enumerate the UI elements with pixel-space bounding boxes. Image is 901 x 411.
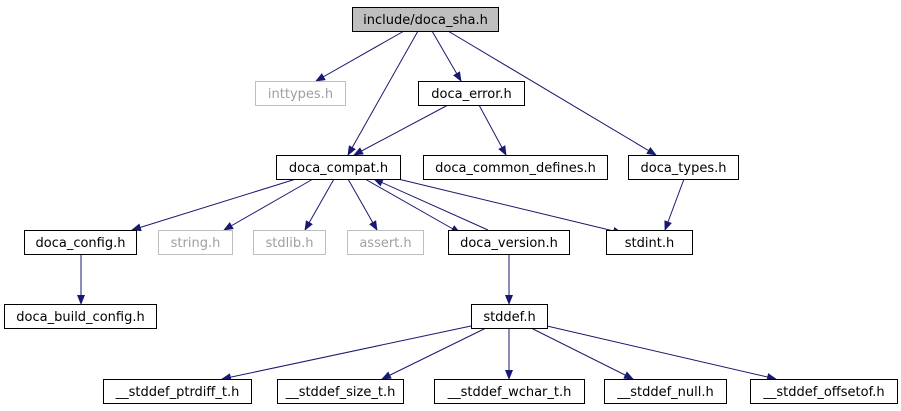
node-box — [24, 230, 137, 255]
node-label: doca_compat.h — [289, 161, 388, 176]
node-label: __stddef_offsetof.h — [762, 385, 884, 400]
node-stddef-null[interactable]: __stddef_null.h — [604, 379, 727, 404]
node-doca-common-defines[interactable]: doca_common_defines.h — [423, 155, 608, 180]
edge-doca-compat-to-stdlib — [304, 178, 335, 231]
node-label: doca_common_defines.h — [435, 161, 596, 176]
edge-doca-sha-to-doca-types — [447, 30, 657, 156]
node-inttypes: inttypes.h — [255, 81, 346, 106]
node-stddef-size-t[interactable]: __stddef_size_t.h — [277, 379, 404, 404]
node-label: include/doca_sha.h — [363, 13, 488, 28]
node-label: stdlib.h — [266, 236, 314, 251]
node-box — [255, 81, 346, 106]
edge-stddef-to-stddef-ptrdiff-t — [221, 325, 472, 382]
nodes-layer: include/doca_sha.h inttypes.h doca_error.h… — [4, 7, 898, 404]
edge-doca-compat-to-assert — [347, 178, 378, 231]
node-box — [606, 230, 693, 255]
node-box — [448, 230, 570, 255]
node-box — [750, 379, 898, 404]
edge-doca-sha-to-doca-error — [431, 30, 462, 82]
node-box — [418, 81, 525, 106]
node-label: doca_error.h — [431, 87, 511, 102]
edge-doca-error-to-doca-common-defines — [478, 104, 507, 156]
edge-doca-compat-to-string — [223, 178, 314, 231]
edge-doca-types-to-stdint — [664, 178, 685, 231]
node-stddef-wchar-t[interactable]: __stddef_wchar_t.h — [434, 379, 585, 404]
node-stdlib: stdlib.h — [253, 230, 326, 255]
node-box — [352, 7, 499, 32]
node-assert: assert.h — [347, 230, 424, 255]
node-box — [347, 230, 424, 255]
edge-doca-version-to-doca-compat — [373, 178, 489, 231]
node-label: assert.h — [359, 236, 411, 251]
node-label: __stddef_ptrdiff_t.h — [115, 385, 240, 400]
edge-doca-sha-to-doca-compat — [347, 30, 419, 156]
edges-layer — [77, 30, 777, 382]
node-label: doca_build_config.h — [16, 310, 144, 325]
node-doca-sha[interactable]: include/doca_sha.h — [352, 7, 499, 32]
node-box — [434, 379, 585, 404]
node-label: inttypes.h — [268, 87, 333, 102]
node-doca-config[interactable]: doca_config.h — [24, 230, 137, 255]
node-box — [628, 155, 739, 180]
node-box — [423, 155, 608, 180]
node-doca-build-config[interactable]: doca_build_config.h — [4, 304, 157, 329]
node-label: doca_config.h — [36, 236, 126, 251]
node-label: doca_types.h — [640, 161, 726, 176]
node-label: __stddef_size_t.h — [285, 385, 396, 400]
edge-stddef-to-stddef-offsetof — [546, 325, 777, 381]
edge-stddef-to-stddef-null — [530, 327, 634, 380]
node-stddef-ptrdiff-t[interactable]: __stddef_ptrdiff_t.h — [103, 379, 252, 404]
node-stddef-offsetof[interactable]: __stddef_offsetof.h — [750, 379, 898, 404]
node-label: stdint.h — [625, 236, 674, 251]
node-stdint[interactable]: stdint.h — [606, 230, 693, 255]
node-doca-version[interactable]: doca_version.h — [448, 230, 570, 255]
node-box — [277, 379, 404, 404]
edge-doca-compat-to-doca-config — [131, 178, 297, 232]
edge-doca-compat-to-doca-version — [364, 178, 461, 234]
node-label: doca_version.h — [460, 236, 558, 251]
node-box — [604, 379, 727, 404]
edge-doca-sha-to-inttypes — [315, 30, 405, 82]
node-stddef[interactable]: stddef.h — [471, 304, 548, 329]
node-doca-types[interactable]: doca_types.h — [628, 155, 739, 180]
node-label: stddef.h — [483, 310, 535, 325]
node-box — [253, 230, 326, 255]
node-box — [471, 304, 548, 329]
edge-doca-error-to-doca-compat — [353, 104, 449, 156]
node-box — [158, 230, 233, 255]
node-box — [103, 379, 252, 404]
node-doca-compat[interactable]: doca_compat.h — [276, 155, 401, 180]
edge-stddef-to-stddef-size-t — [381, 327, 487, 380]
node-label: string.h — [171, 236, 221, 251]
node-doca-error[interactable]: doca_error.h — [418, 81, 525, 106]
node-label: __stddef_wchar_t.h — [447, 385, 572, 400]
node-box — [276, 155, 401, 180]
node-box — [4, 304, 157, 329]
node-label: __stddef_null.h — [616, 385, 714, 400]
edge-doca-compat-to-stdint — [397, 178, 623, 235]
node-string: string.h — [158, 230, 233, 255]
